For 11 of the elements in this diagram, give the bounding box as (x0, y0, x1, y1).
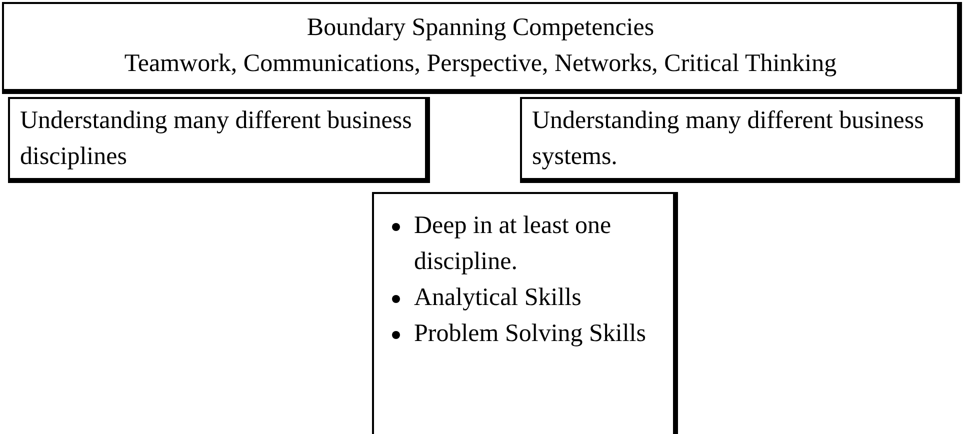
body-text: Understanding many different business systems. (532, 106, 925, 172)
skill-box (372, 192, 678, 434)
heading: Boundary Spanning Competencies (306, 13, 656, 43)
bullet-text: Problem Solving Skills (414, 319, 647, 349)
body-text: Teamwork, Communications, Perspective, Networks, Critical Thinking (123, 49, 838, 79)
body-text: Understanding many different business disciplines (20, 106, 413, 172)
bullet-text: Analytical Skills (414, 283, 582, 313)
competency-box (2, 2, 962, 94)
bullet-text: Deep in at least one discipline. (414, 211, 612, 277)
skill-box (520, 97, 960, 183)
skill-box (8, 97, 430, 183)
